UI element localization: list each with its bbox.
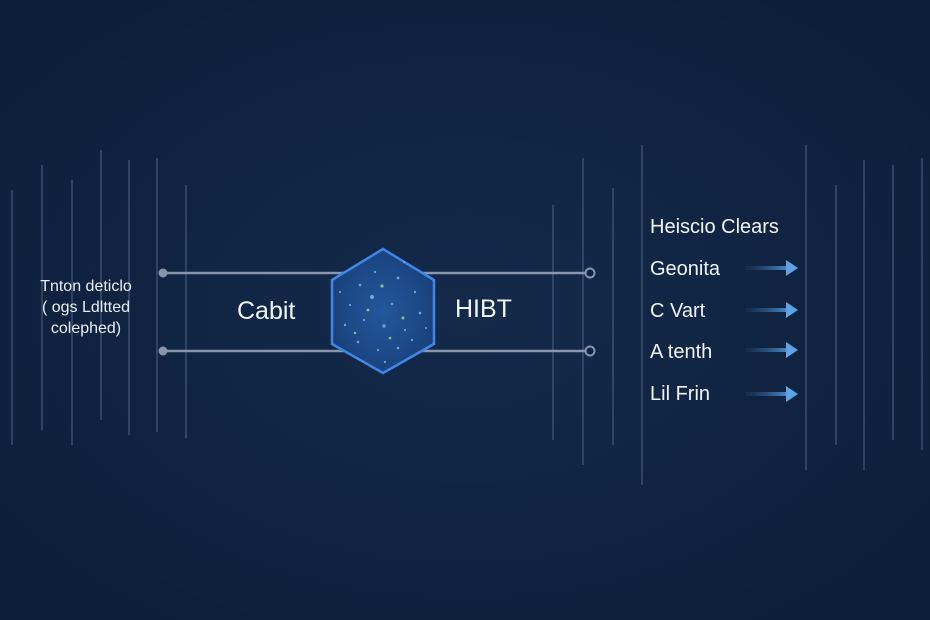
left-caption-line-3: colephed)	[50, 320, 122, 337]
output-list-title: Heiscio Clears	[650, 216, 779, 238]
arrow-icon	[745, 386, 798, 402]
hexagon-particles-green	[353, 284, 405, 340]
background-bars	[11, 145, 923, 485]
output-item-1: Geonita	[650, 258, 721, 280]
left-caption-line-2: ( ogs Ldltted	[41, 299, 131, 316]
top-rail-start-dot	[158, 268, 168, 278]
top-rail-end-dot	[584, 267, 596, 279]
central-hexagon	[330, 247, 436, 375]
output-item-2: C Vart	[650, 300, 706, 322]
left-caption-line-1: Tnton deticlo	[40, 278, 132, 295]
arrow-icon	[745, 302, 798, 318]
right-node-label: HIBT	[455, 295, 512, 323]
output-item-3: A tenth	[650, 341, 713, 363]
arrow-icon	[745, 342, 798, 358]
arrow-icon	[745, 260, 798, 276]
bottom-rail-end-dot	[584, 345, 596, 357]
hexagon-particles	[339, 261, 427, 364]
bottom-rail-start-dot	[158, 346, 168, 356]
output-item-4: Lil Frin	[650, 383, 711, 405]
left-node-label: Cabit	[237, 297, 296, 325]
left-caption: Tnton deticlo ( ogs Ldltted colephed)	[22, 276, 150, 339]
output-arrows	[745, 260, 798, 402]
